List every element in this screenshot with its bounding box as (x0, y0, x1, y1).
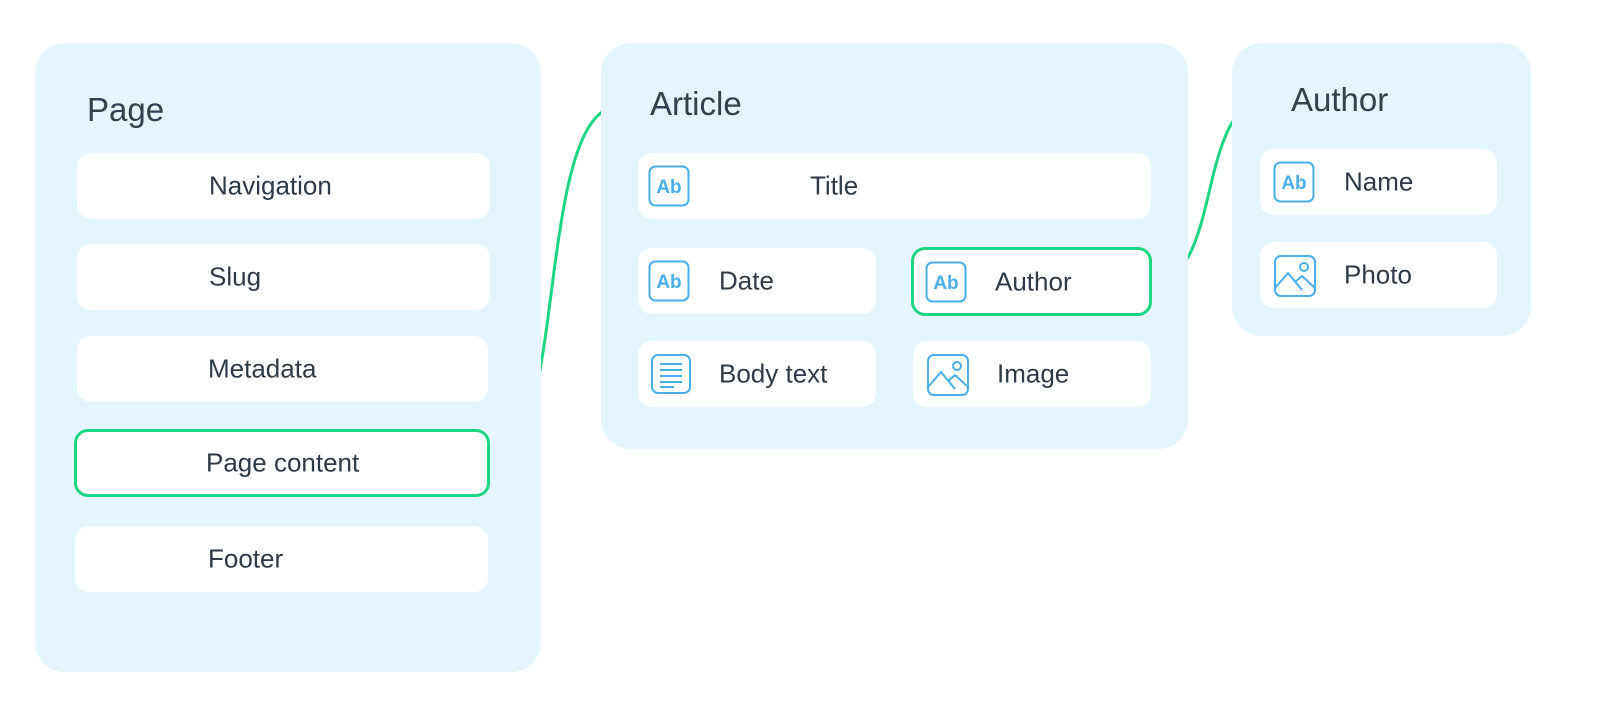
field-label: Footer (208, 543, 284, 574)
svg-text:Ab: Ab (656, 177, 681, 198)
field-label: Page content (206, 447, 360, 478)
field-label: Title (810, 170, 859, 201)
article-field-image[interactable]: Image (913, 341, 1151, 407)
svg-text:Ab: Ab (656, 272, 681, 293)
field-label: Photo (1344, 259, 1412, 290)
document-lines-icon (650, 353, 692, 395)
author-field-name[interactable]: Ab Name (1260, 149, 1497, 215)
text-ab-icon: Ab (1273, 161, 1315, 203)
image-icon (1273, 254, 1316, 297)
article-field-body-text[interactable]: Body text (638, 341, 876, 407)
field-label: Image (997, 358, 1070, 389)
page-field-metadata[interactable]: Metadata (77, 336, 488, 402)
svg-text:Ab: Ab (933, 273, 958, 294)
field-label: Author (995, 266, 1072, 296)
article-panel-title: Article (650, 85, 742, 122)
page-panel: Page Navigation Slug Metadata Page conte… (35, 43, 541, 672)
article-field-title[interactable]: Ab Title (638, 153, 1151, 219)
field-label: Name (1344, 166, 1414, 197)
author-panel-title: Author (1291, 81, 1389, 118)
page-field-slug[interactable]: Slug (77, 244, 490, 310)
svg-text:Ab: Ab (1281, 173, 1306, 194)
text-ab-icon: Ab (648, 165, 690, 207)
field-label: Body text (719, 358, 828, 389)
text-ab-icon: Ab (925, 261, 967, 303)
author-panel: Author Ab Name Photo (1232, 43, 1531, 336)
field-label: Metadata (208, 353, 317, 384)
field-label: Date (719, 265, 774, 296)
article-field-date[interactable]: Ab Date (638, 248, 876, 314)
article-panel: Article Ab Title Ab Date Ab Author (601, 43, 1188, 449)
page-field-navigation[interactable]: Navigation (77, 153, 490, 219)
page-panel-title: Page (87, 91, 165, 128)
article-field-author[interactable]: Ab Author (911, 247, 1152, 316)
author-field-photo[interactable]: Photo (1260, 242, 1497, 308)
field-label: Navigation (209, 170, 332, 201)
page-field-footer[interactable]: Footer (75, 526, 488, 592)
image-icon (926, 353, 969, 396)
text-ab-icon: Ab (648, 260, 690, 302)
page-field-page-content[interactable]: Page content (74, 429, 490, 497)
field-label: Slug (209, 261, 262, 292)
